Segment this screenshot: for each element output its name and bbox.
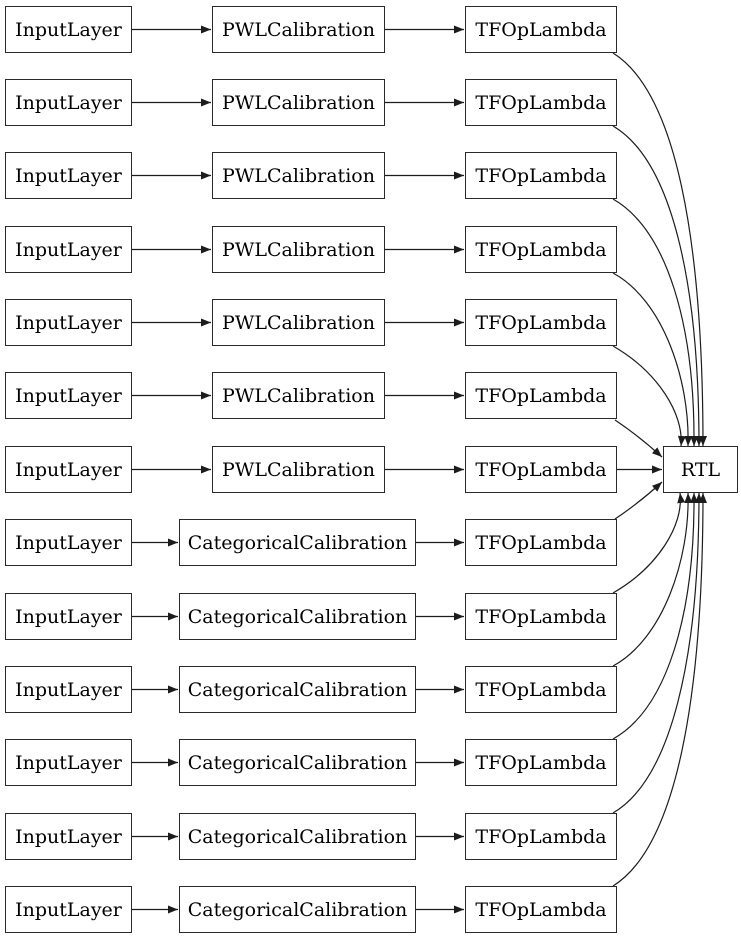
edge-lambda-to-rtl <box>612 198 699 447</box>
node-categorical-calibration: CategoricalCalibration <box>179 593 416 640</box>
node-pwl-calibration: PWLCalibration <box>212 372 385 419</box>
node-input-layer: InputLayer <box>5 446 132 493</box>
edge-lambda-to-rtl <box>612 492 703 814</box>
node-input-layer: InputLayer <box>5 886 132 933</box>
node-tfop-lambda: TFOpLambda <box>465 446 617 493</box>
edge-lambda-to-rtl <box>612 52 707 447</box>
node-input-layer: InputLayer <box>5 79 132 126</box>
node-pwl-calibration: PWLCalibration <box>212 152 385 199</box>
node-tfop-lambda: TFOpLambda <box>465 593 617 640</box>
edge-lambda-to-rtl <box>612 492 707 887</box>
node-pwl-calibration: PWLCalibration <box>212 6 385 53</box>
edge-lambda-to-rtl <box>612 272 693 447</box>
edge-lambda-to-rtl <box>612 125 703 447</box>
node-tfop-lambda: TFOpLambda <box>465 152 617 199</box>
node-categorical-calibration: CategoricalCalibration <box>179 813 416 860</box>
node-input-layer: InputLayer <box>5 152 132 199</box>
edge-lambda-to-rtl <box>612 492 686 594</box>
node-tfop-lambda: TFOpLambda <box>465 79 617 126</box>
node-tfop-lambda: TFOpLambda <box>465 299 617 346</box>
node-tfop-lambda: TFOpLambda <box>465 813 617 860</box>
node-rtl: RTL <box>663 446 738 493</box>
node-input-layer: InputLayer <box>5 666 132 713</box>
node-input-layer: InputLayer <box>5 372 132 419</box>
node-tfop-lambda: TFOpLambda <box>465 226 617 273</box>
node-categorical-calibration: CategoricalCalibration <box>179 739 416 786</box>
edge-lambda-to-rtl <box>612 492 699 740</box>
edge-lambda-to-rtl <box>614 481 663 520</box>
node-tfop-lambda: TFOpLambda <box>465 886 617 933</box>
node-tfop-lambda: TFOpLambda <box>465 739 617 786</box>
node-pwl-calibration: PWLCalibration <box>212 446 385 493</box>
edge-lambda-to-rtl <box>612 492 693 667</box>
node-input-layer: InputLayer <box>5 813 132 860</box>
node-tfop-lambda: TFOpLambda <box>465 666 617 713</box>
node-input-layer: InputLayer <box>5 593 132 640</box>
node-input-layer: InputLayer <box>5 226 132 273</box>
node-categorical-calibration: CategoricalCalibration <box>179 886 416 933</box>
node-input-layer: InputLayer <box>5 739 132 786</box>
node-input-layer: InputLayer <box>5 299 132 346</box>
node-tfop-lambda: TFOpLambda <box>465 372 617 419</box>
node-input-layer: InputLayer <box>5 6 132 53</box>
node-categorical-calibration: CategoricalCalibration <box>179 666 416 713</box>
edge-lambda-to-rtl <box>612 345 686 447</box>
node-tfop-lambda: TFOpLambda <box>465 6 617 53</box>
node-categorical-calibration: CategoricalCalibration <box>179 519 416 566</box>
node-tfop-lambda: TFOpLambda <box>465 519 617 566</box>
node-pwl-calibration: PWLCalibration <box>212 79 385 126</box>
edge-lambda-to-rtl <box>614 419 663 458</box>
node-pwl-calibration: PWLCalibration <box>212 299 385 346</box>
node-input-layer: InputLayer <box>5 519 132 566</box>
node-pwl-calibration: PWLCalibration <box>212 226 385 273</box>
